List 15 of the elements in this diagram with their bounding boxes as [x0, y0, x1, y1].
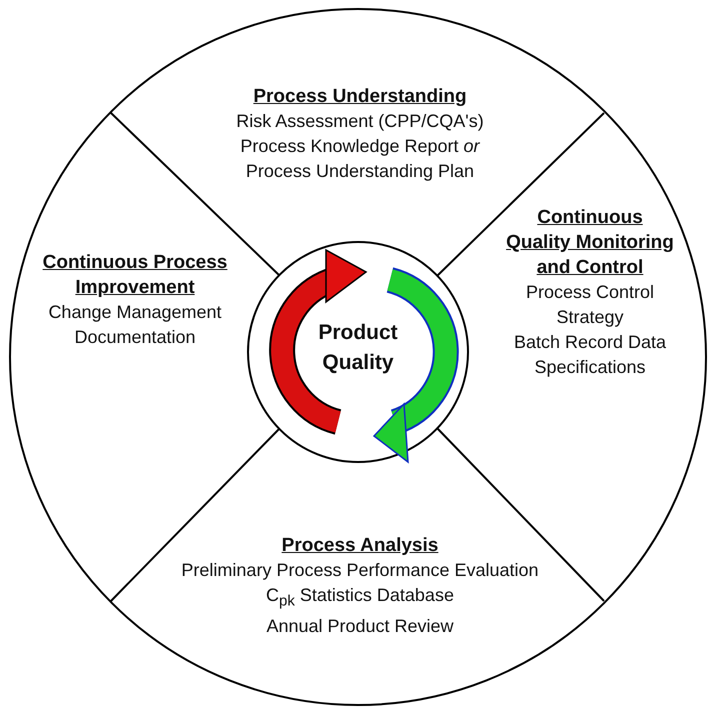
section-item: Change Management	[47, 301, 223, 324]
section-item: Process Control Strategy	[524, 281, 656, 329]
section-item: Documentation	[73, 326, 197, 349]
section-item: Preliminary Process Performance Evaluation	[180, 559, 540, 582]
section-heading: Continuous Process Improvement	[42, 251, 228, 300]
section-item: Specifications	[533, 356, 647, 379]
section-item: Process Knowledge Report or Process Understanding Plan	[239, 135, 481, 183]
center-label: Product Quality	[317, 320, 399, 376]
section-item: C$_{pk}$ Statistics Database	[265, 584, 455, 612]
section-heading: Continuous Quality Monitoring and Control	[505, 206, 675, 280]
section-item: Annual Product Review	[265, 614, 455, 638]
section-item: Risk Assessment (CPP/CQA's)	[235, 110, 485, 133]
section-heading: Process Understanding	[253, 85, 467, 109]
section-item: Batch Record Data	[512, 331, 668, 354]
section-heading: Process Analysis	[282, 534, 438, 558]
